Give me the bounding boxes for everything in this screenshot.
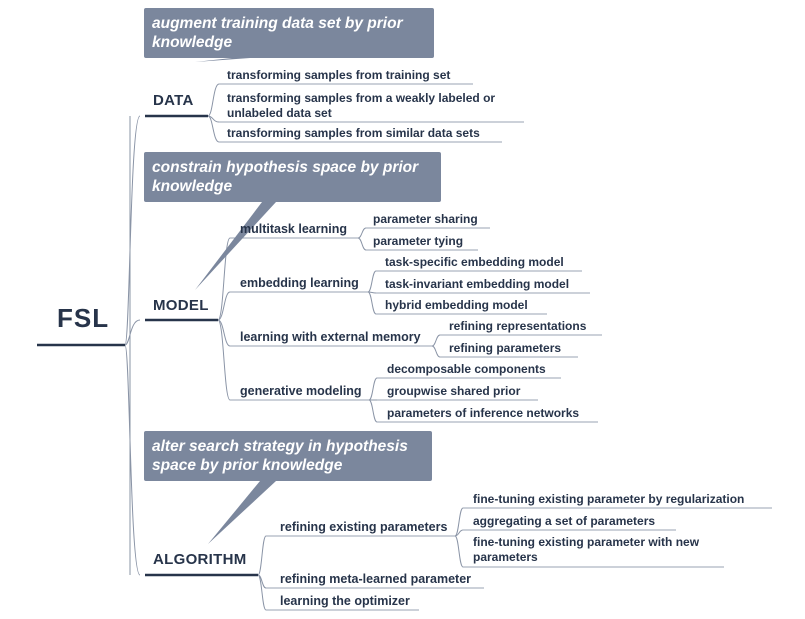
model-item-refining-parameters: refining parameters bbox=[449, 341, 562, 355]
algorithm-group-optimizer: learning the optimizer bbox=[280, 594, 410, 608]
model-item-groupwise: groupwise shared prior bbox=[387, 384, 521, 398]
model-group-generative-modeling: generative modeling bbox=[240, 384, 362, 398]
category-model: MODEL bbox=[153, 297, 209, 314]
algorithm-group-refining-existing: refining existing parameters bbox=[280, 520, 448, 534]
category-algorithm: ALGORITHM bbox=[153, 551, 247, 568]
model-item-decomposable: decomposable components bbox=[387, 362, 546, 376]
model-item-task-invariant: task-invariant embedding model bbox=[385, 277, 570, 291]
data-item-1: transforming samples from training set bbox=[227, 68, 451, 82]
model-item-task-specific: task-specific embedding model bbox=[385, 255, 564, 269]
model-note: constrain hypothesis space by prior know… bbox=[144, 152, 441, 202]
data-note: augment training data set by prior knowl… bbox=[144, 8, 434, 58]
data-item-2: transforming samples from a weakly label… bbox=[227, 91, 496, 120]
algorithm-item-aggregating: aggregating a set of parameters bbox=[473, 514, 656, 528]
category-data: DATA bbox=[153, 92, 194, 109]
algorithm-note: alter search strategy in hypothesis spac… bbox=[144, 431, 432, 481]
model-item-refining-representations: refining representations bbox=[449, 319, 587, 333]
model-item-parameter-sharing: parameter sharing bbox=[373, 212, 478, 226]
algorithm-group-meta-learned: refining meta-learned parameter bbox=[280, 572, 472, 586]
model-group-multitask-learning: multitask learning bbox=[240, 222, 347, 236]
algorithm-item-fine-tuning-new: fine-tuning existing parameter with new … bbox=[473, 535, 700, 564]
model-item-hybrid: hybrid embedding model bbox=[385, 298, 528, 312]
model-group-embedding-learning: embedding learning bbox=[240, 276, 359, 290]
model-group-external-memory: learning with external memory bbox=[240, 330, 421, 344]
model-item-inference-networks: parameters of inference networks bbox=[387, 406, 580, 420]
model-item-parameter-tying: parameter tying bbox=[373, 234, 464, 248]
root-node-fsl: FSL bbox=[57, 303, 110, 333]
data-item-3: transforming samples from similar data s… bbox=[227, 126, 480, 140]
algorithm-item-fine-tuning-regularization: fine-tuning existing parameter by regula… bbox=[473, 492, 745, 506]
